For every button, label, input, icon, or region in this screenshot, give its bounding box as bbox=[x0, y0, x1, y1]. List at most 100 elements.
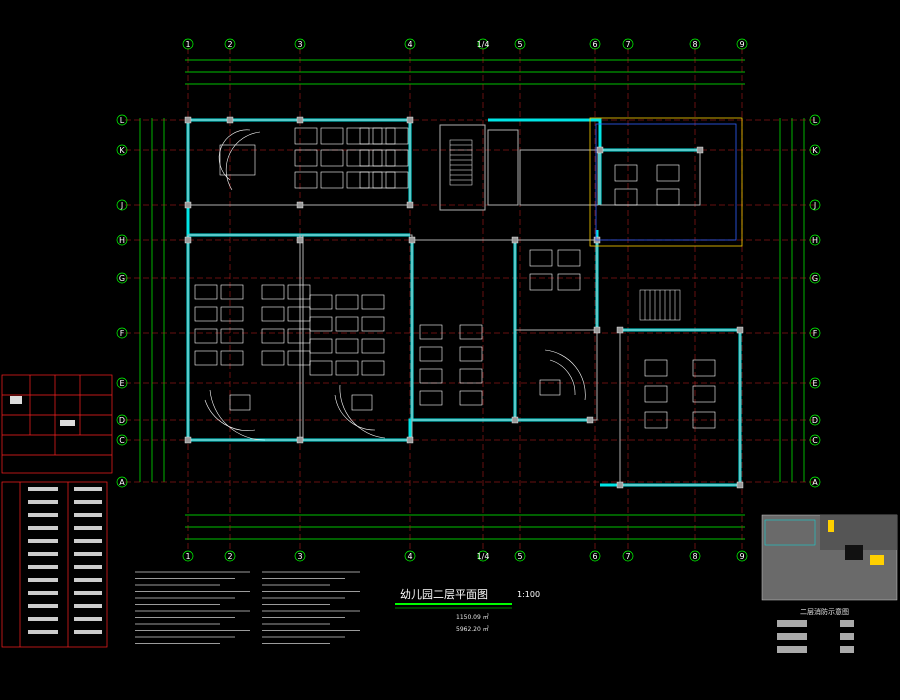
column bbox=[736, 326, 744, 334]
grid-label-row: K bbox=[812, 146, 818, 155]
grid-bubble bbox=[809, 234, 821, 246]
legend-swatch bbox=[74, 578, 102, 582]
bed-block bbox=[359, 127, 383, 145]
column bbox=[184, 201, 192, 209]
bed-block bbox=[320, 171, 344, 189]
bed-block bbox=[194, 284, 218, 300]
grid-label-row: F bbox=[120, 329, 125, 338]
grid-bubble bbox=[809, 114, 821, 126]
grid-label-row: J bbox=[120, 201, 123, 210]
staircase-upper bbox=[449, 139, 473, 186]
column bbox=[406, 436, 414, 444]
bed-block bbox=[361, 294, 385, 310]
grid-label-row: E bbox=[812, 379, 817, 388]
bed-block bbox=[419, 346, 443, 362]
bed-block bbox=[372, 127, 396, 145]
bed-block bbox=[320, 127, 344, 145]
legend-swatch bbox=[74, 552, 102, 556]
column bbox=[296, 116, 304, 124]
bed-block bbox=[194, 328, 218, 344]
bed-block bbox=[656, 188, 680, 206]
bed-block bbox=[220, 328, 244, 344]
grid-bubble bbox=[589, 38, 601, 50]
grid-bubble bbox=[116, 434, 128, 446]
bed-block bbox=[359, 149, 383, 167]
grid-label-column: 3 bbox=[297, 552, 302, 561]
grid-bubble bbox=[404, 550, 416, 562]
bed-block bbox=[614, 188, 638, 206]
play-table bbox=[229, 394, 251, 411]
grid-bubble bbox=[514, 38, 526, 50]
grid-bubble bbox=[116, 476, 128, 488]
legend-swatch bbox=[74, 513, 102, 517]
bed-block bbox=[335, 294, 359, 310]
legend-swatch bbox=[74, 539, 102, 543]
grid-bubble bbox=[477, 550, 489, 562]
grid-label-row: C bbox=[812, 436, 818, 445]
grid-label-row: L bbox=[120, 116, 125, 125]
play-table bbox=[219, 144, 256, 176]
bed-block bbox=[346, 171, 370, 189]
terrace-outline bbox=[589, 117, 743, 247]
bed-block bbox=[419, 324, 443, 340]
bed-block bbox=[287, 328, 311, 344]
grid-bubble bbox=[294, 38, 306, 50]
grid-bubble bbox=[116, 199, 128, 211]
bed-block bbox=[372, 149, 396, 167]
grid-label-column: 7 bbox=[625, 40, 630, 49]
bed-block bbox=[294, 171, 318, 189]
legend-swatch bbox=[28, 513, 58, 517]
legend-swatch bbox=[74, 487, 102, 491]
bed-block bbox=[385, 171, 409, 189]
legend-swatch bbox=[10, 396, 22, 404]
bed-block bbox=[261, 284, 285, 300]
column bbox=[586, 416, 594, 424]
legend-swatch bbox=[28, 565, 58, 569]
column bbox=[696, 146, 704, 154]
legend-swatch bbox=[28, 617, 58, 621]
legend-swatch bbox=[74, 630, 102, 634]
grid-label-row: C bbox=[119, 436, 125, 445]
bed-block bbox=[419, 368, 443, 384]
bed-block bbox=[557, 273, 581, 291]
grid-bubble bbox=[182, 550, 194, 562]
grid-label-column: 1 bbox=[185, 40, 190, 49]
top-dimension-lines bbox=[139, 59, 805, 540]
bed-block bbox=[359, 171, 383, 189]
legend-swatch bbox=[28, 487, 58, 491]
bed-block bbox=[644, 359, 668, 377]
column bbox=[184, 116, 192, 124]
column bbox=[408, 236, 416, 244]
bed-block bbox=[459, 324, 483, 340]
bed-block bbox=[692, 385, 716, 403]
legend-swatch bbox=[74, 604, 102, 608]
legend-swatch bbox=[28, 591, 58, 595]
bed-block bbox=[346, 149, 370, 167]
bed-block bbox=[614, 164, 638, 182]
column bbox=[406, 201, 414, 209]
bed-block bbox=[644, 385, 668, 403]
grid-bubble bbox=[116, 377, 128, 389]
grid-label-column: 2 bbox=[227, 40, 232, 49]
bed-block bbox=[194, 306, 218, 322]
column bbox=[593, 326, 601, 334]
grid-label-row: A bbox=[812, 478, 818, 487]
column bbox=[296, 436, 304, 444]
column bbox=[596, 146, 604, 154]
grid-bubble bbox=[809, 327, 821, 339]
column bbox=[406, 116, 414, 124]
grid-bubble bbox=[116, 272, 128, 284]
bed-block bbox=[335, 316, 359, 332]
drawing-title: 幼儿园二层平面图 bbox=[400, 588, 488, 601]
grid-label-row: D bbox=[119, 416, 125, 425]
legend-swatch bbox=[60, 420, 75, 426]
legend-swatch bbox=[74, 526, 102, 530]
grid-label-row: A bbox=[119, 478, 125, 487]
grid-label-column: 2 bbox=[227, 552, 232, 561]
bed-block bbox=[261, 328, 285, 344]
column bbox=[184, 436, 192, 444]
bed-block bbox=[320, 149, 344, 167]
grid-label-column: 8 bbox=[692, 552, 697, 561]
bed-block bbox=[294, 149, 318, 167]
